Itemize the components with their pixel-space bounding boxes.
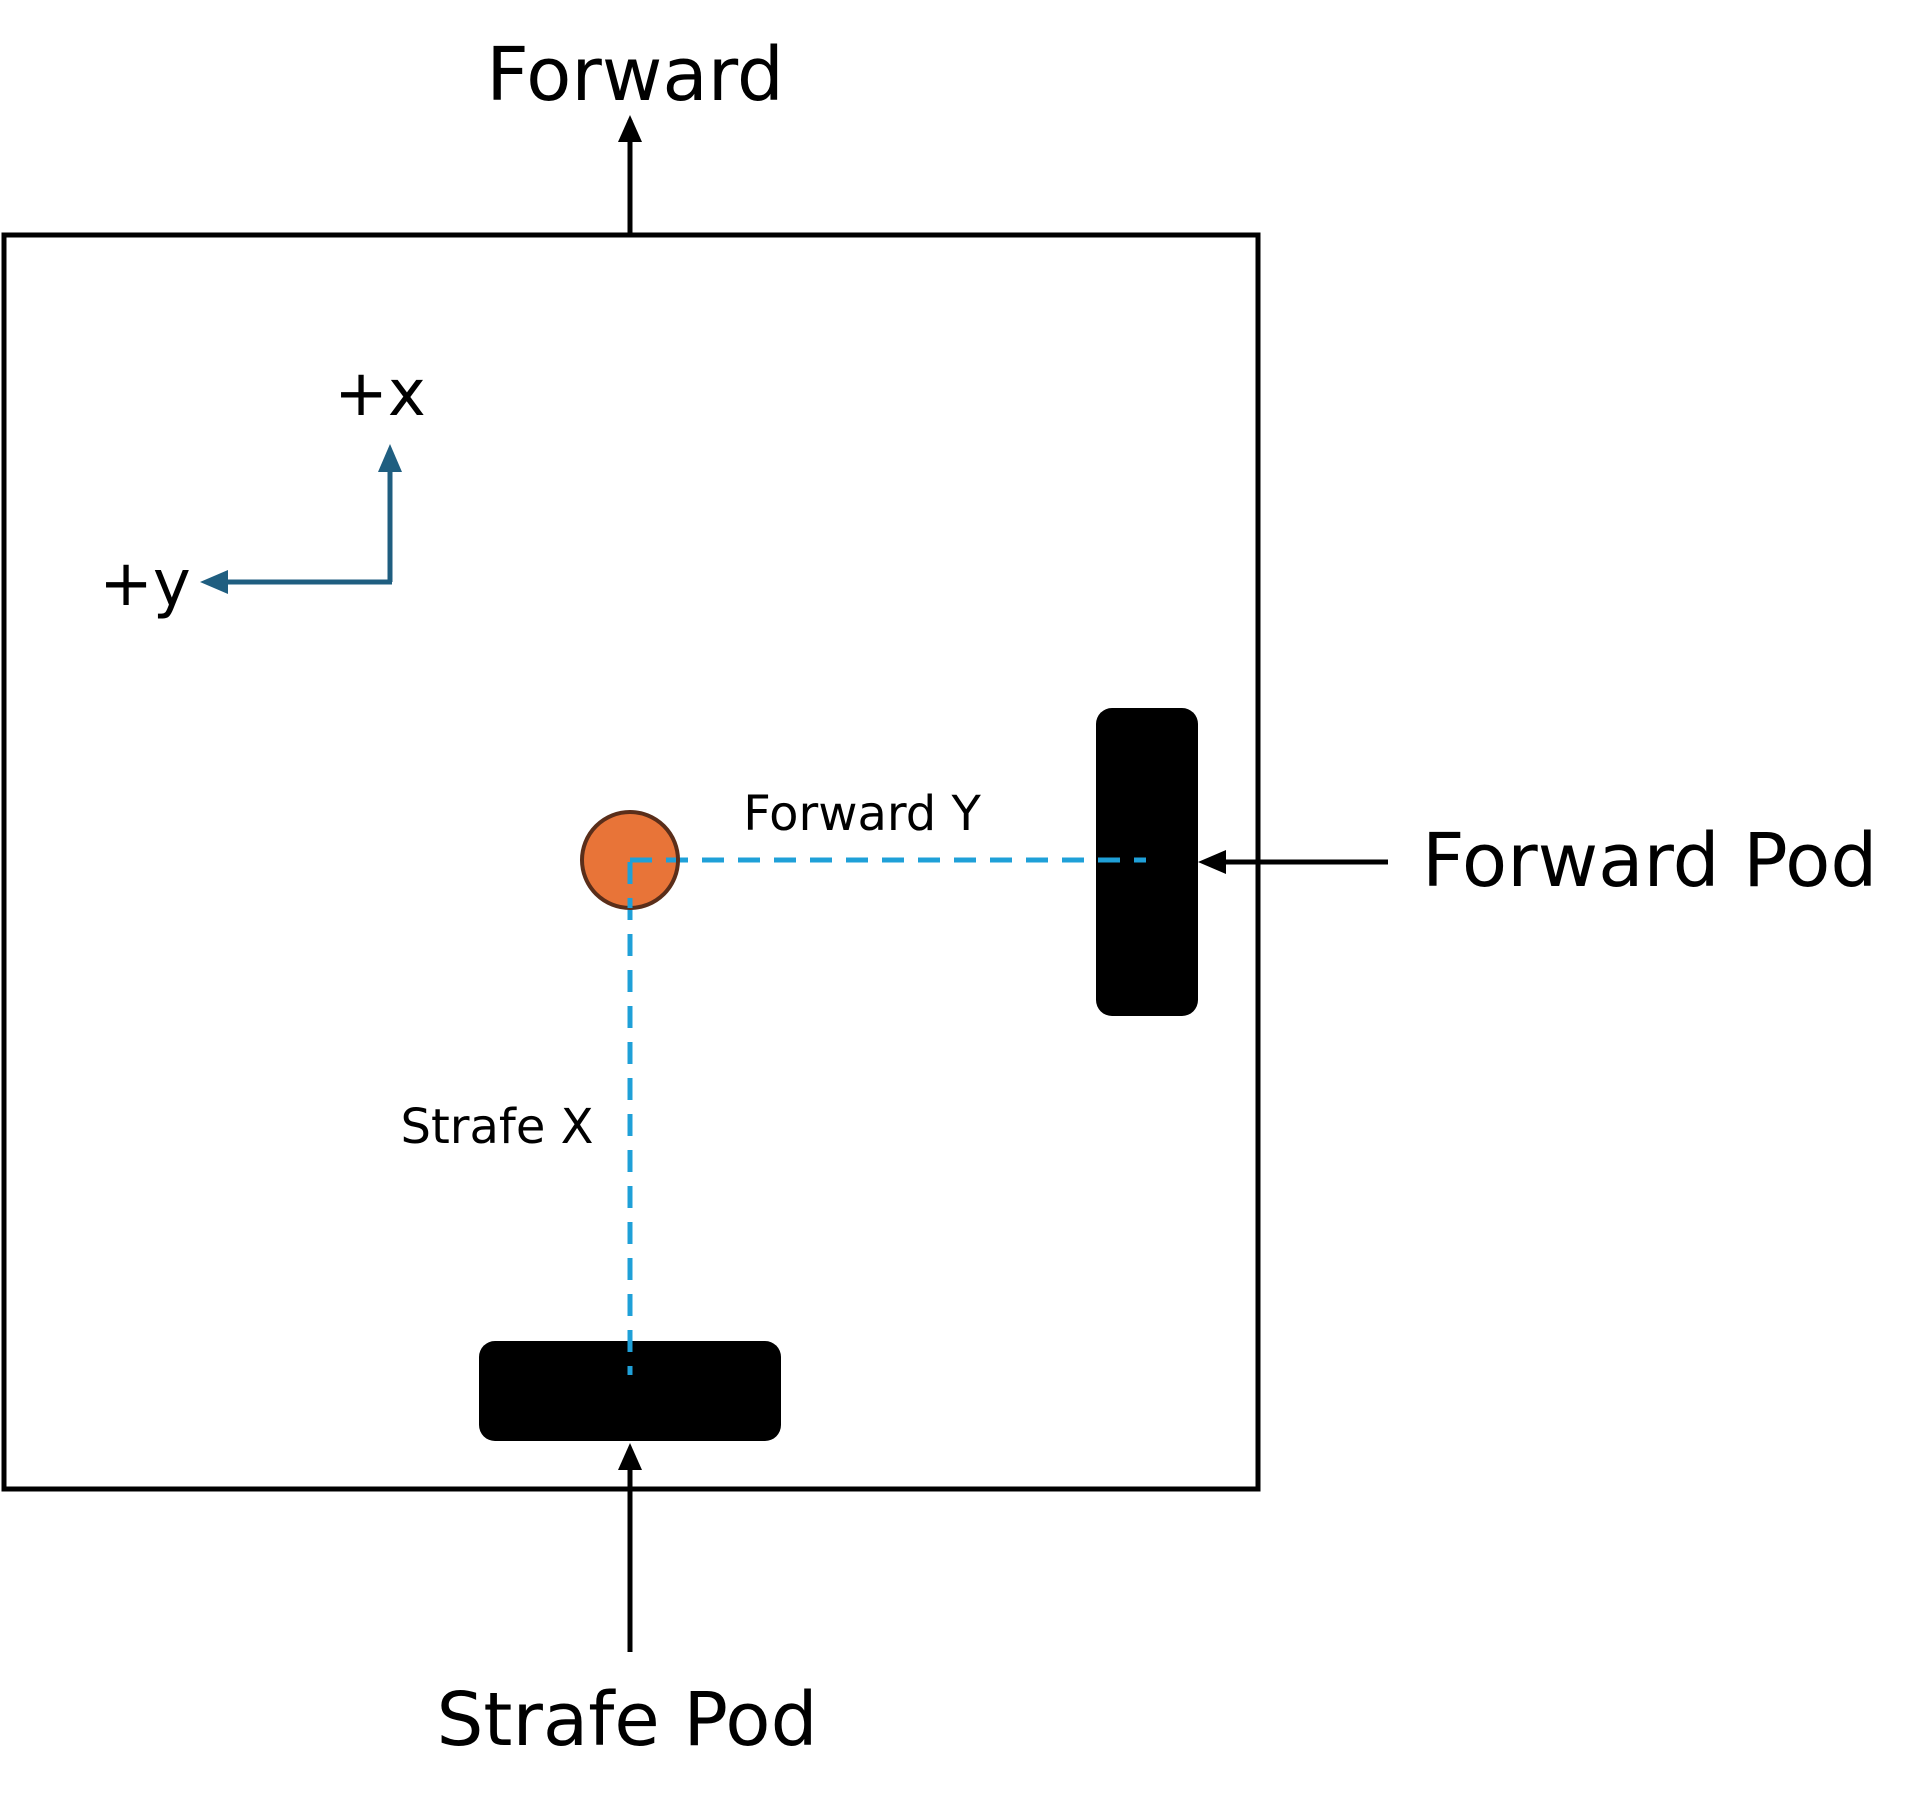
- forward-arrow-head: [618, 115, 642, 142]
- forward-pod: [1096, 708, 1198, 1016]
- strafe-pod-label: Strafe Pod: [436, 1677, 817, 1763]
- plus-x-axis-arrow-head: [378, 444, 402, 472]
- plus-y-axis-arrow-head: [200, 570, 228, 594]
- strafe-pod: [479, 1341, 781, 1441]
- plus-x-label: +x: [334, 357, 426, 431]
- forward-label: Forward: [486, 32, 784, 118]
- forward-pod-label: Forward Pod: [1422, 818, 1877, 904]
- plus-y-label: +y: [99, 547, 191, 621]
- strafe-pod-pointer-arrow-head: [618, 1443, 642, 1470]
- forward-pod-pointer-arrow-head: [1198, 850, 1226, 874]
- strafe-x-label: Strafe X: [400, 1099, 593, 1155]
- forward-y-label: Forward Y: [743, 786, 981, 842]
